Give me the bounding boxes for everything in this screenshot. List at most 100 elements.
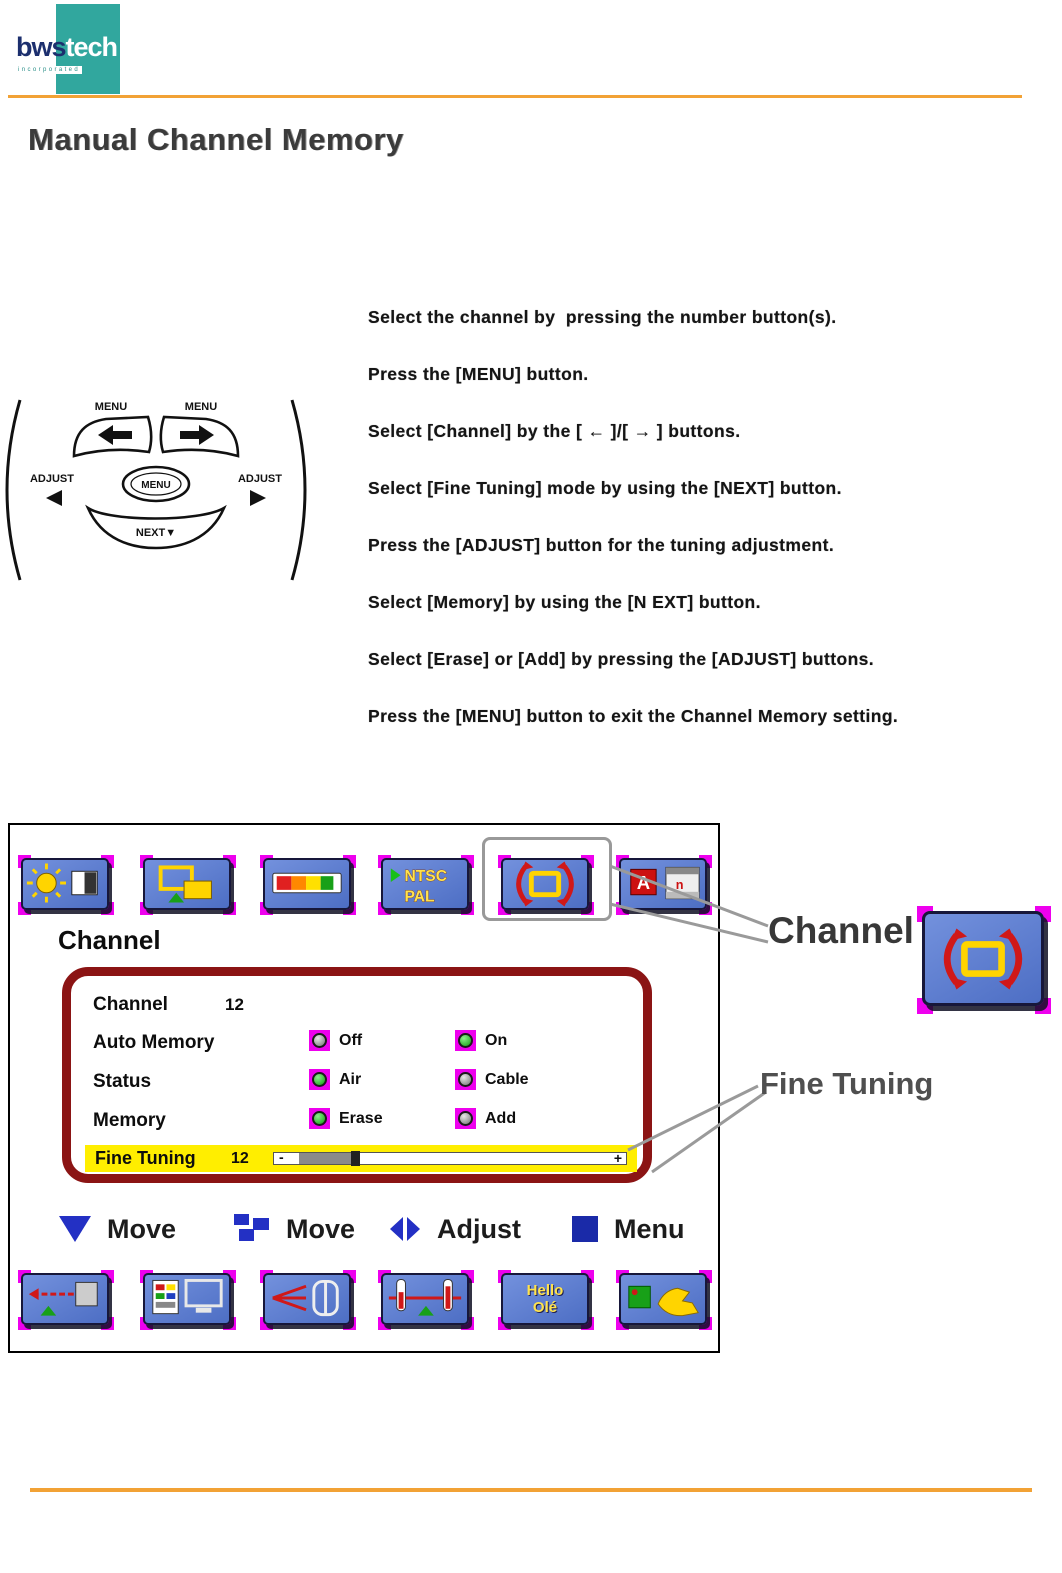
channel-callout-label: Channel	[768, 910, 914, 951]
adjust-left-label: ADJUST	[30, 473, 74, 485]
channel-row-label: Channel	[93, 994, 168, 1015]
monitor-settings-icon[interactable]	[140, 1270, 236, 1330]
memory-add-label: Add	[485, 1109, 517, 1127]
channel-button[interactable]	[501, 858, 589, 910]
language-icon[interactable]: Hello Olé	[498, 1270, 594, 1330]
radio-add-icon[interactable]	[455, 1108, 476, 1129]
caption-glyph: A n	[630, 866, 700, 900]
fine-tuning-row[interactable]: Fine Tuning 12 - +	[85, 1145, 637, 1172]
degauss-icon[interactable]	[260, 1270, 356, 1330]
status-air-option[interactable]: Air	[309, 1069, 361, 1090]
ntsc-label: NTSC	[404, 868, 447, 885]
next-button[interactable]	[85, 504, 227, 550]
legend-label: Move	[107, 1213, 177, 1244]
radio-air-icon[interactable]	[309, 1069, 330, 1090]
ntsc-pal-icon[interactable]: NTSC PAL	[378, 855, 474, 915]
auto-memory-on-label: On	[485, 1031, 508, 1049]
monitor-settings-glyph	[152, 1278, 223, 1315]
menu-center-label: MENU	[141, 480, 170, 491]
bottom-divider	[30, 1488, 1032, 1492]
memory-row: Memory Erase Add	[93, 1106, 629, 1136]
status-cable-label: Cable	[485, 1070, 529, 1088]
screen-position-button[interactable]	[143, 858, 231, 910]
radio-cable-icon[interactable]	[455, 1069, 476, 1090]
status-row: Status Air Cable	[93, 1067, 629, 1097]
memory-label: Memory	[93, 1110, 166, 1131]
logo-text-bws: bws	[16, 32, 67, 62]
ole-line: Olé	[532, 1299, 558, 1316]
caption-small-letter: n	[676, 878, 684, 892]
position-glyph	[158, 865, 212, 903]
channel-callout-icon	[917, 906, 1051, 1014]
instruction-list: Select the channel by pressing the numbe…	[368, 289, 1048, 745]
brightness-icon[interactable]	[18, 855, 114, 915]
channel-glyph-large	[943, 928, 1023, 989]
left-right-diamond-icon	[390, 1217, 420, 1241]
hello-line: Hello	[526, 1282, 564, 1299]
auto-memory-row: Auto Memory Off On	[93, 1028, 629, 1058]
logo-wordmark: bwstech	[16, 32, 118, 63]
square-icon	[572, 1216, 598, 1242]
instruction-step: Select [Fine Tuning] mode by using the […	[368, 478, 842, 498]
menu-right-label: MENU	[185, 401, 217, 413]
color-temperature-button[interactable]	[381, 1273, 469, 1325]
radio-erase-icon[interactable]	[309, 1108, 330, 1129]
monitor-settings-button[interactable]	[143, 1273, 231, 1325]
instruction-step: Select [Channel] by the [ ← ]/[ → ] butt…	[368, 421, 741, 441]
fine-tuning-minus[interactable]: -	[279, 1149, 284, 1165]
fine-tuning-plus[interactable]: +	[613, 1150, 622, 1166]
blocks-icon	[234, 1214, 269, 1241]
ntsc-pal-button[interactable]: NTSC PAL	[381, 858, 469, 910]
down-triangle-icon	[59, 1216, 91, 1242]
color-bars-button[interactable]	[263, 858, 351, 910]
instruction-step: Press the [MENU] button to exit the Chan…	[368, 706, 899, 726]
instruction-step: Select [Memory] by using the [N EXT] but…	[368, 592, 761, 612]
hello-ole-text: Hello Olé	[527, 1282, 564, 1316]
caption-icon[interactable]: A n	[616, 855, 712, 915]
degauss-glyph	[272, 1279, 339, 1317]
adjust-left-triangle-icon[interactable]	[46, 490, 62, 506]
caption-button[interactable]: A n	[619, 858, 707, 910]
channel-icon[interactable]	[498, 855, 594, 915]
screen-position-icon[interactable]	[140, 855, 236, 915]
instruction-step: Select the channel by pressing the numbe…	[368, 307, 837, 327]
adjust-right-triangle-icon[interactable]	[250, 490, 266, 506]
size-adjust-icon[interactable]	[18, 1270, 114, 1330]
fine-tuning-value: 12	[231, 1149, 249, 1167]
status-label: Status	[93, 1071, 152, 1092]
radio-on-icon[interactable]	[455, 1030, 476, 1051]
degauss-button[interactable]	[263, 1273, 351, 1325]
auto-memory-off-option[interactable]: Off	[309, 1030, 362, 1051]
size-adjust-glyph	[28, 1281, 98, 1316]
right-arrow-icon	[180, 425, 214, 445]
color-temperature-glyph	[388, 1278, 462, 1316]
memory-erase-label: Erase	[339, 1109, 383, 1127]
fine-tuning-slider-thumb[interactable]	[351, 1151, 361, 1166]
menu-left-label: MENU	[95, 401, 127, 413]
osd-screenshot: NTSC PAL	[8, 823, 720, 1353]
color-temperature-icon[interactable]	[378, 1270, 474, 1330]
auto-memory-on-option[interactable]: On	[455, 1030, 507, 1051]
language-button[interactable]: Hello Olé	[501, 1273, 589, 1325]
radio-off-icon[interactable]	[309, 1030, 330, 1051]
channel-glyph	[516, 861, 574, 907]
remote-right-bracket	[290, 399, 307, 581]
status-cable-option[interactable]: Cable	[455, 1069, 529, 1090]
fine-tuning-callout-label: Fine Tuning	[760, 1066, 934, 1101]
remote-control-diagram: MENU MENU NEXT▼ MENU ADJUST ADJUST	[5, 399, 307, 581]
logo-tagline: incorporated	[16, 66, 83, 74]
channel-menu-panel: Channel 12 Auto Memory Off On Status Air	[62, 967, 652, 1183]
tools-icon[interactable]	[616, 1270, 712, 1330]
memory-add-option[interactable]: Add	[455, 1108, 516, 1129]
legend-menu: Menu	[570, 1207, 685, 1251]
legend-label: Menu	[614, 1213, 685, 1244]
brightness-button[interactable]	[21, 858, 109, 910]
tools-button[interactable]	[619, 1273, 707, 1325]
size-adjust-button[interactable]	[21, 1273, 109, 1325]
brightness-glyph	[26, 863, 98, 903]
memory-erase-option[interactable]: Erase	[309, 1108, 383, 1129]
left-arrow-icon	[98, 425, 132, 445]
channel-row-value: 12	[225, 995, 244, 1014]
fine-tuning-slider[interactable]: - +	[273, 1149, 627, 1166]
color-bars-icon[interactable]	[260, 855, 356, 915]
